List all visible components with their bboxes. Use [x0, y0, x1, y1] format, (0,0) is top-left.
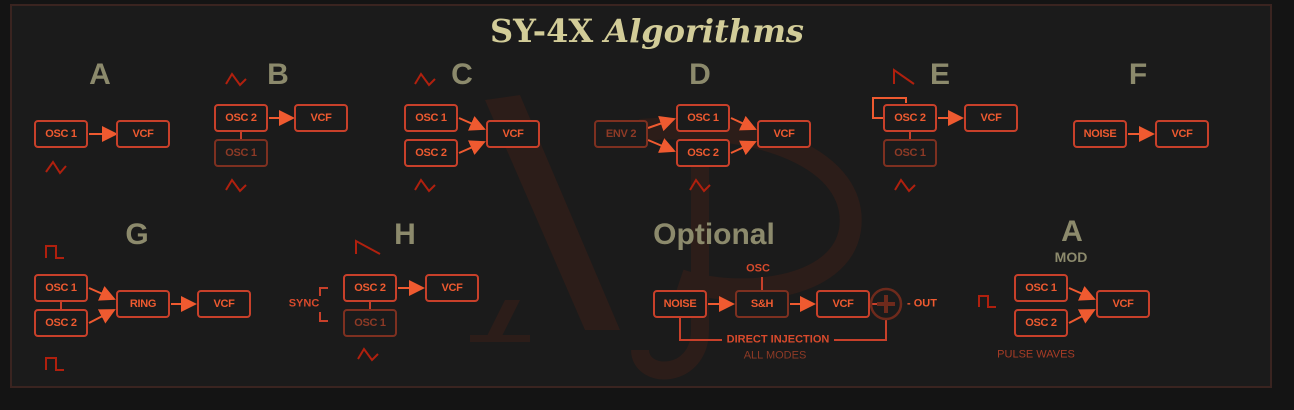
heading-f: F: [1128, 58, 1148, 91]
vcf-box: VCF: [294, 104, 348, 132]
heading-d: D: [689, 58, 711, 91]
vcf-box: VCF: [816, 290, 870, 318]
triangle-wave-icon: [894, 178, 916, 193]
triangle-wave-icon: [225, 178, 247, 193]
page-title: SY-4X Algorithms: [490, 12, 804, 50]
triangle-wave-icon: [689, 178, 711, 193]
triangle-wave-icon: [414, 72, 436, 87]
osc1-box: OSC 1: [404, 104, 458, 132]
mod-subheading: MOD: [1054, 249, 1088, 265]
vcf-box: VCF: [964, 104, 1018, 132]
heading-optional: Optional: [653, 218, 775, 251]
triangle-wave-icon: [225, 72, 247, 87]
noise-box: NOISE: [1073, 120, 1127, 148]
sync-label: SYNC: [288, 297, 320, 310]
vcf-box: VCF: [1155, 120, 1209, 148]
vcf-box: VCF: [425, 274, 479, 302]
noise-box: NOISE: [653, 290, 707, 318]
sum-node-icon: [869, 287, 903, 321]
watermark-a: [470, 95, 620, 342]
ring-box: RING: [116, 290, 170, 318]
osc2-box: OSC 2: [883, 104, 937, 132]
osc2-box: OSC 2: [34, 309, 88, 337]
osc1-box: OSC 1: [1014, 274, 1068, 302]
osc2-box: OSC 2: [1014, 309, 1068, 337]
pulse-wave-icon: [978, 295, 996, 308]
heading-a-mod: A: [1061, 215, 1083, 248]
vcf-box: VCF: [116, 120, 170, 148]
osc1-box: OSC 1: [214, 139, 268, 167]
osc1-box: OSC 1: [34, 274, 88, 302]
vcf-box: VCF: [486, 120, 540, 148]
watermark-p: [631, 117, 862, 380]
osc1-box: OSC 1: [343, 309, 397, 337]
osc2-box: OSC 2: [676, 139, 730, 167]
pulse-waves-label: PULSE WAVES: [997, 348, 1075, 361]
all-modes-label: ALL MODES: [743, 349, 807, 362]
osc-label: OSC: [746, 262, 770, 275]
osc1-box: OSC 1: [883, 139, 937, 167]
triangle-wave-icon: [45, 160, 67, 175]
vcf-box: VCF: [197, 290, 251, 318]
saw-wave-icon: [355, 239, 381, 255]
env2-box: ENV 2: [594, 120, 648, 148]
heading-c: C: [451, 58, 473, 91]
vcf-box: VCF: [757, 120, 811, 148]
osc2-box: OSC 2: [214, 104, 268, 132]
sample-hold-box: S&H: [735, 290, 789, 318]
saw-wave-icon: [893, 68, 915, 85]
triangle-wave-icon: [357, 347, 379, 362]
osc2-box: OSC 2: [343, 274, 397, 302]
triangle-wave-icon: [414, 178, 436, 193]
direct-injection-label: DIRECT INJECTION: [726, 333, 830, 346]
pulse-wave-icon: [45, 245, 64, 259]
heading-a: A: [89, 58, 111, 91]
pulse-wave-icon: [45, 357, 64, 371]
osc2-box: OSC 2: [404, 139, 458, 167]
osc1-box: OSC 1: [34, 120, 88, 148]
out-label: - OUT: [907, 297, 937, 310]
osc1-box: OSC 1: [676, 104, 730, 132]
vcf-box: VCF: [1096, 290, 1150, 318]
heading-b: B: [267, 58, 289, 91]
heading-g: G: [125, 218, 149, 251]
heading-h: H: [394, 218, 416, 251]
heading-e: E: [929, 58, 951, 91]
